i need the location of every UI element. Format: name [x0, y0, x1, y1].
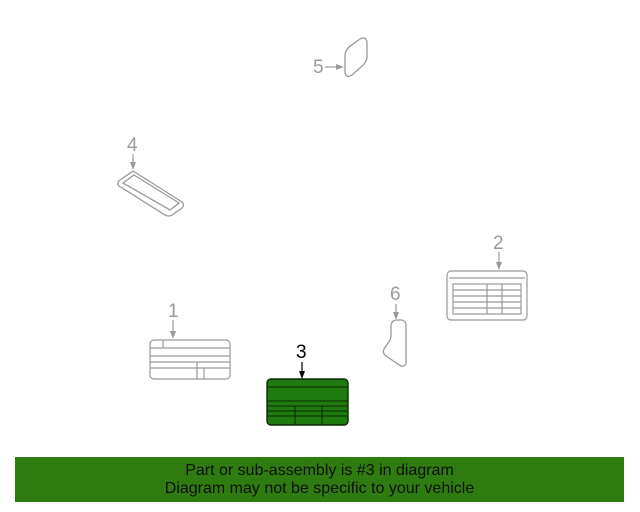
part-6-label-shape[interactable]	[382, 319, 407, 367]
callout-number-5[interactable]: 5	[313, 57, 324, 78]
part-2-label-shape[interactable]	[446, 270, 528, 321]
callout-number-6[interactable]: 6	[390, 284, 401, 305]
callout-number-1[interactable]: 1	[168, 301, 179, 322]
callout-number-4[interactable]: 4	[127, 135, 138, 156]
part-1-label-shape[interactable]	[149, 339, 231, 380]
info-banner: Part or sub-assembly is #3 in diagram Di…	[15, 457, 624, 502]
banner-line-part-number: Part or sub-assembly is #3 in diagram	[185, 461, 454, 479]
callout-number-3[interactable]: 3	[296, 342, 307, 363]
part-5-label-shape[interactable]	[344, 37, 368, 78]
banner-line-disclaimer: Diagram may not be specific to your vehi…	[164, 479, 475, 497]
parts-diagram: 5 4 2 6 1	[117, 37, 528, 426]
callout-number-2[interactable]: 2	[493, 233, 504, 254]
part-3-label-shape-highlighted[interactable]	[266, 378, 349, 426]
part-4-label-shape[interactable]	[117, 170, 185, 217]
